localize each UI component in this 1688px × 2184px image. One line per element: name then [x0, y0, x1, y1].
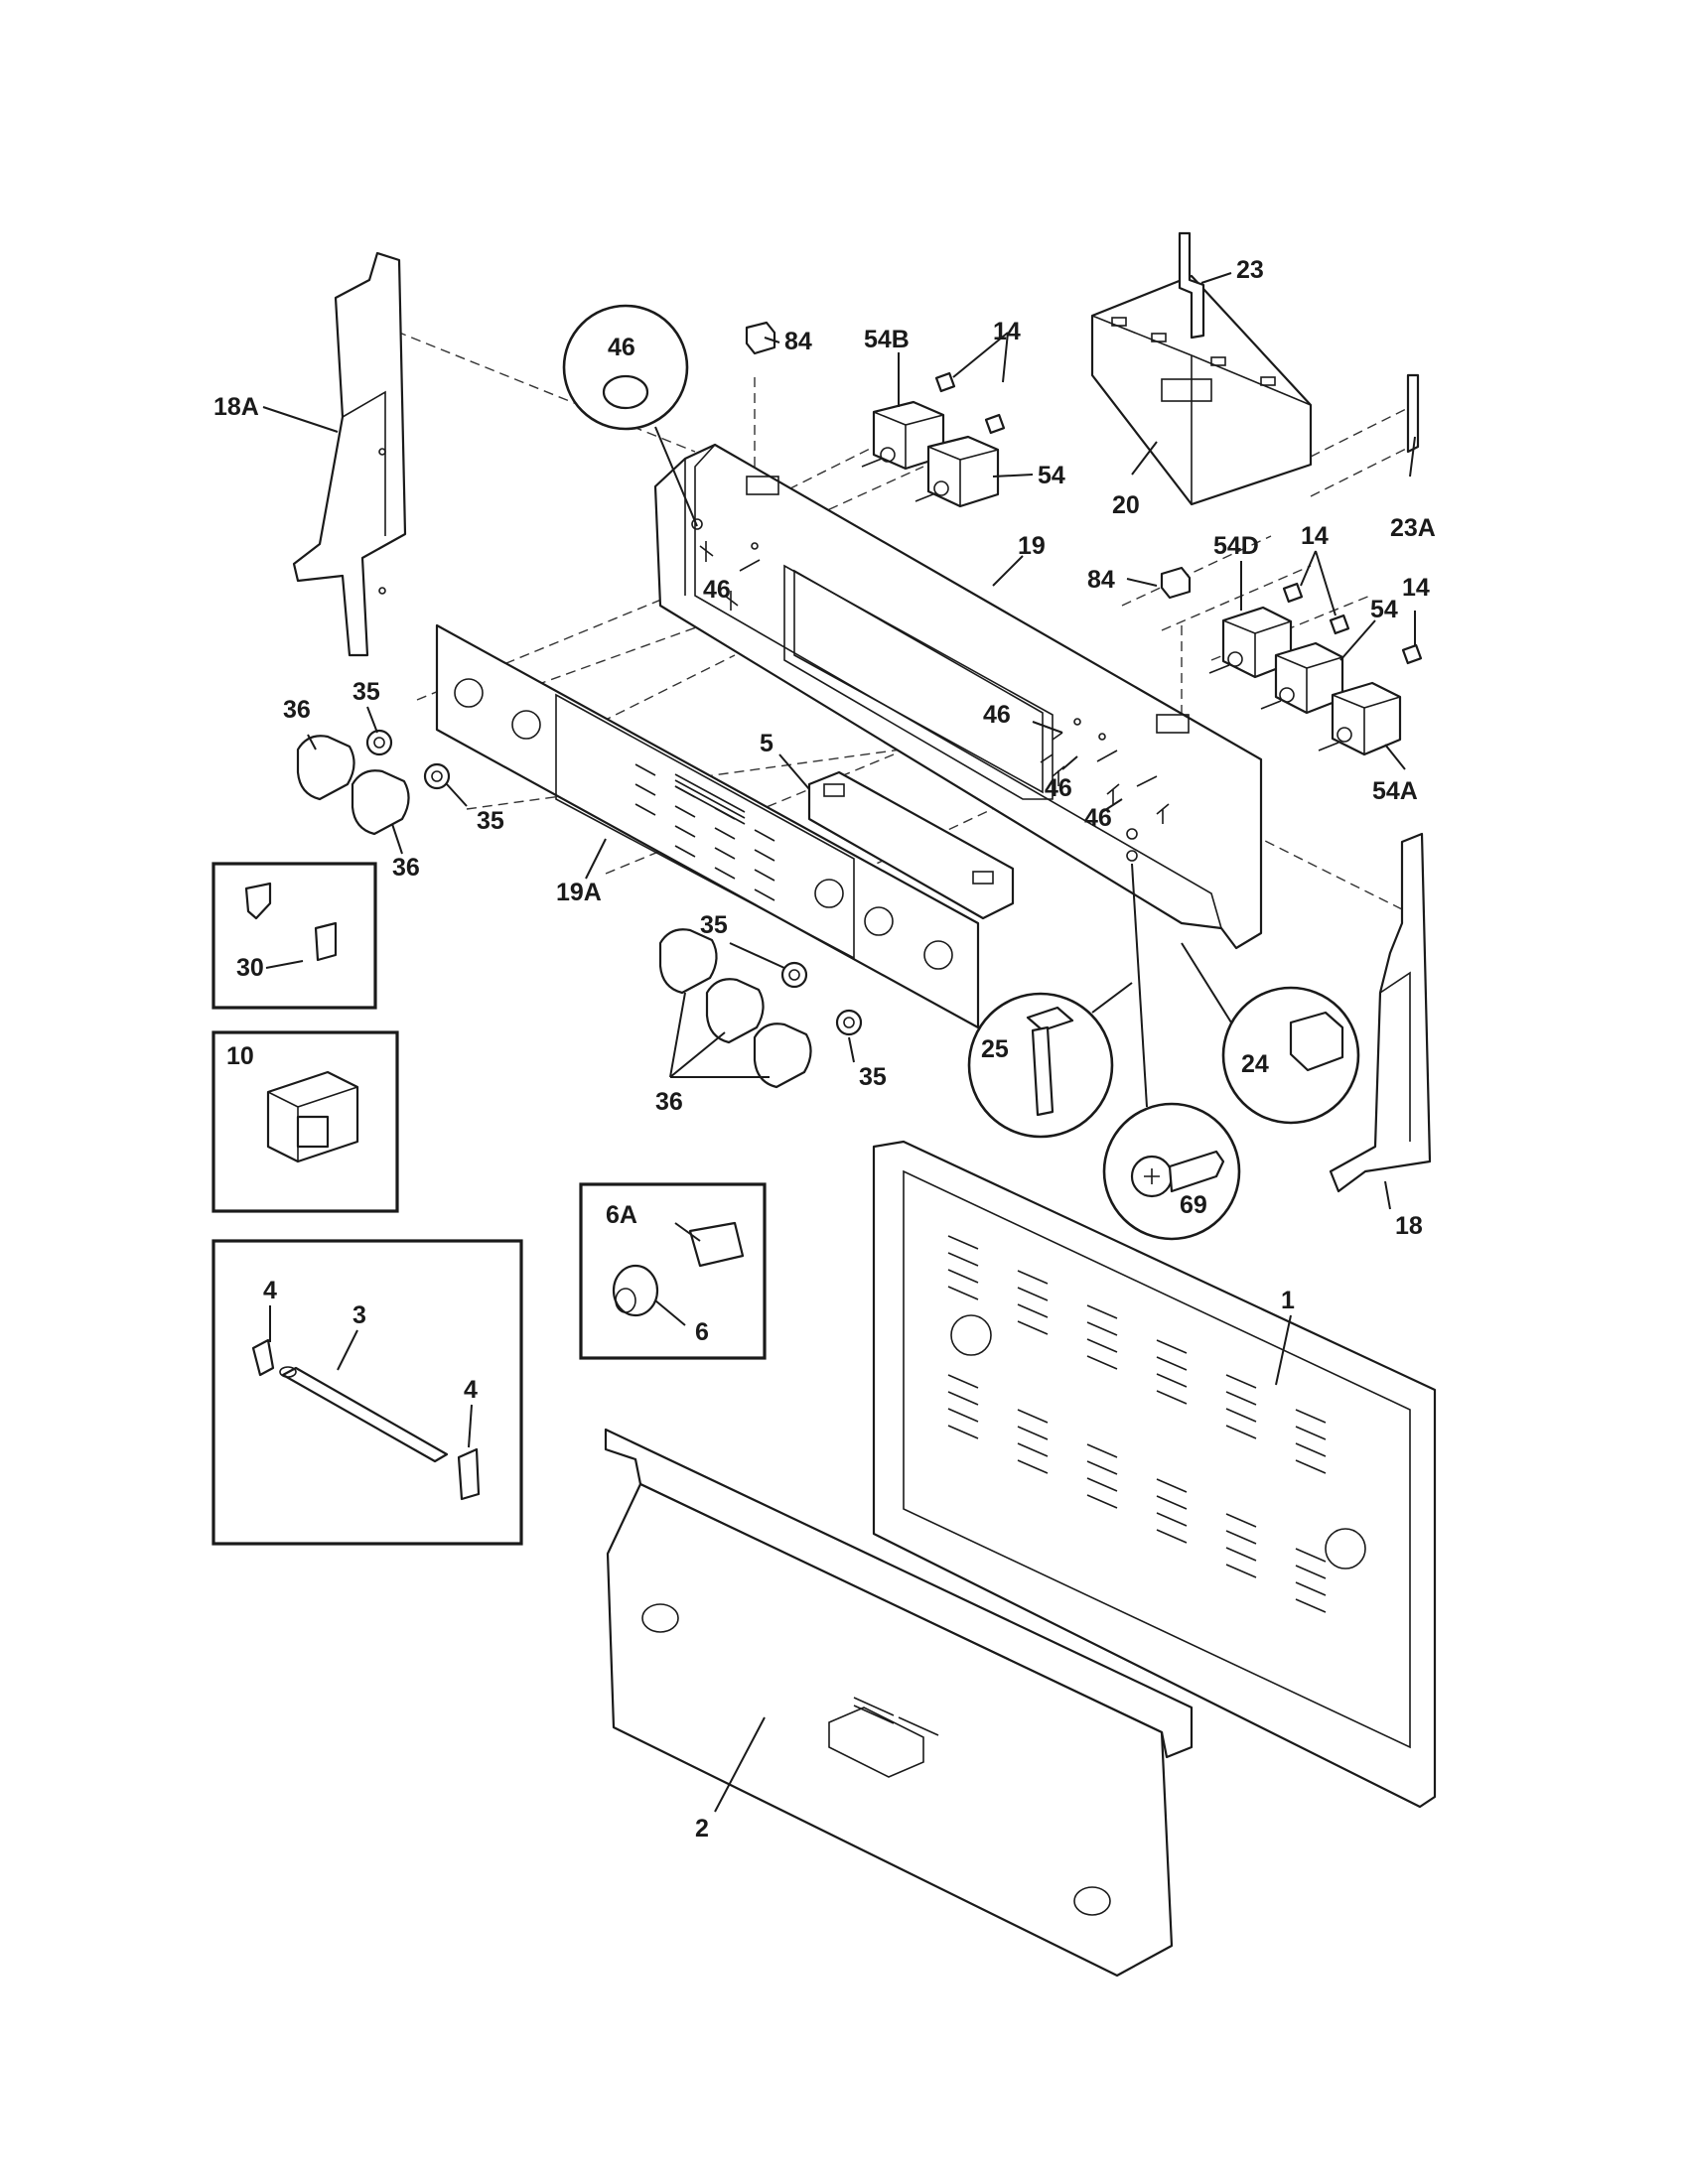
label-54D: 54D	[1213, 532, 1259, 560]
detail-box-30	[211, 862, 377, 1010]
clock-board-20	[1090, 274, 1313, 506]
vent-slots	[947, 1235, 1327, 1613]
label-4-right: 4	[464, 1376, 478, 1404]
terminals-14	[934, 371, 1423, 665]
label-54B: 54B	[864, 326, 910, 353]
label-69: 69	[1180, 1191, 1207, 1219]
leader-lines	[262, 272, 1416, 1813]
label-54-top: 54	[1038, 462, 1065, 489]
switch-54A	[1318, 681, 1402, 756]
trim-panel-19A	[435, 623, 980, 1029]
label-84-top: 84	[784, 328, 812, 355]
label-46-r2: 46	[1045, 774, 1072, 802]
label-10: 10	[226, 1042, 254, 1070]
label-18: 18	[1395, 1212, 1423, 1240]
detail-circle-25	[967, 982, 1133, 1139]
bracket-23A	[1406, 373, 1420, 454]
screws-46	[699, 541, 1170, 862]
label-46-mid-left: 46	[703, 576, 731, 604]
label-54A: 54A	[1372, 777, 1418, 805]
switch-54-top	[914, 435, 1000, 508]
bezels-35	[365, 729, 863, 1036]
label-1: 1	[1281, 1287, 1295, 1314]
label-36-c: 36	[655, 1088, 683, 1116]
lower-panel-2	[604, 1428, 1194, 1978]
part-labels: 18A 46 84 54B 14 23 54 20 23A 19 46 84 5…	[213, 256, 1436, 1843]
side-bracket-18A	[292, 251, 407, 657]
detail-circle-69	[1102, 863, 1241, 1241]
label-14-right: 14	[1402, 574, 1430, 602]
label-5: 5	[760, 730, 774, 757]
label-23: 23	[1236, 256, 1264, 284]
label-30: 30	[236, 954, 264, 982]
label-6: 6	[695, 1318, 709, 1346]
label-35-c: 35	[700, 911, 728, 939]
label-23A: 23A	[1390, 514, 1436, 542]
knobs-36	[296, 735, 812, 1089]
label-2: 2	[695, 1815, 709, 1843]
label-35-a: 35	[352, 678, 380, 706]
label-20: 20	[1112, 491, 1140, 519]
switch-54B	[861, 400, 945, 471]
detail-circle-24	[1181, 942, 1360, 1125]
detail-box-10	[211, 1030, 399, 1213]
label-36-b: 36	[392, 854, 420, 882]
detail-circle-46	[562, 304, 698, 527]
label-46-top: 46	[608, 334, 635, 361]
bracket-23	[1178, 231, 1205, 340]
label-36-a: 36	[283, 696, 311, 724]
label-35-d: 35	[859, 1063, 887, 1091]
side-bracket-18	[1329, 832, 1432, 1193]
label-46-r3: 46	[1084, 804, 1112, 832]
back-panel-1	[872, 1140, 1437, 1809]
label-54-right: 54	[1370, 596, 1398, 623]
clips-84	[745, 321, 1192, 600]
label-3: 3	[352, 1301, 366, 1329]
label-19A: 19A	[556, 879, 602, 906]
label-24: 24	[1241, 1050, 1269, 1078]
detail-box-6	[579, 1182, 767, 1360]
label-14-top: 14	[993, 318, 1021, 345]
control-panel-19	[653, 443, 1263, 950]
label-25: 25	[981, 1035, 1009, 1063]
label-35-b: 35	[477, 807, 504, 835]
label-4-left: 4	[263, 1277, 277, 1304]
detail-box-3-4	[211, 1239, 523, 1546]
bracket-5	[807, 770, 1015, 920]
label-84-right: 84	[1087, 566, 1115, 594]
label-18A: 18A	[213, 393, 259, 421]
label-6A: 6A	[606, 1201, 637, 1229]
label-14-mid: 14	[1301, 522, 1329, 550]
touchpad-keys	[634, 763, 775, 901]
label-19: 19	[1018, 532, 1046, 560]
label-46-r1: 46	[983, 701, 1011, 729]
